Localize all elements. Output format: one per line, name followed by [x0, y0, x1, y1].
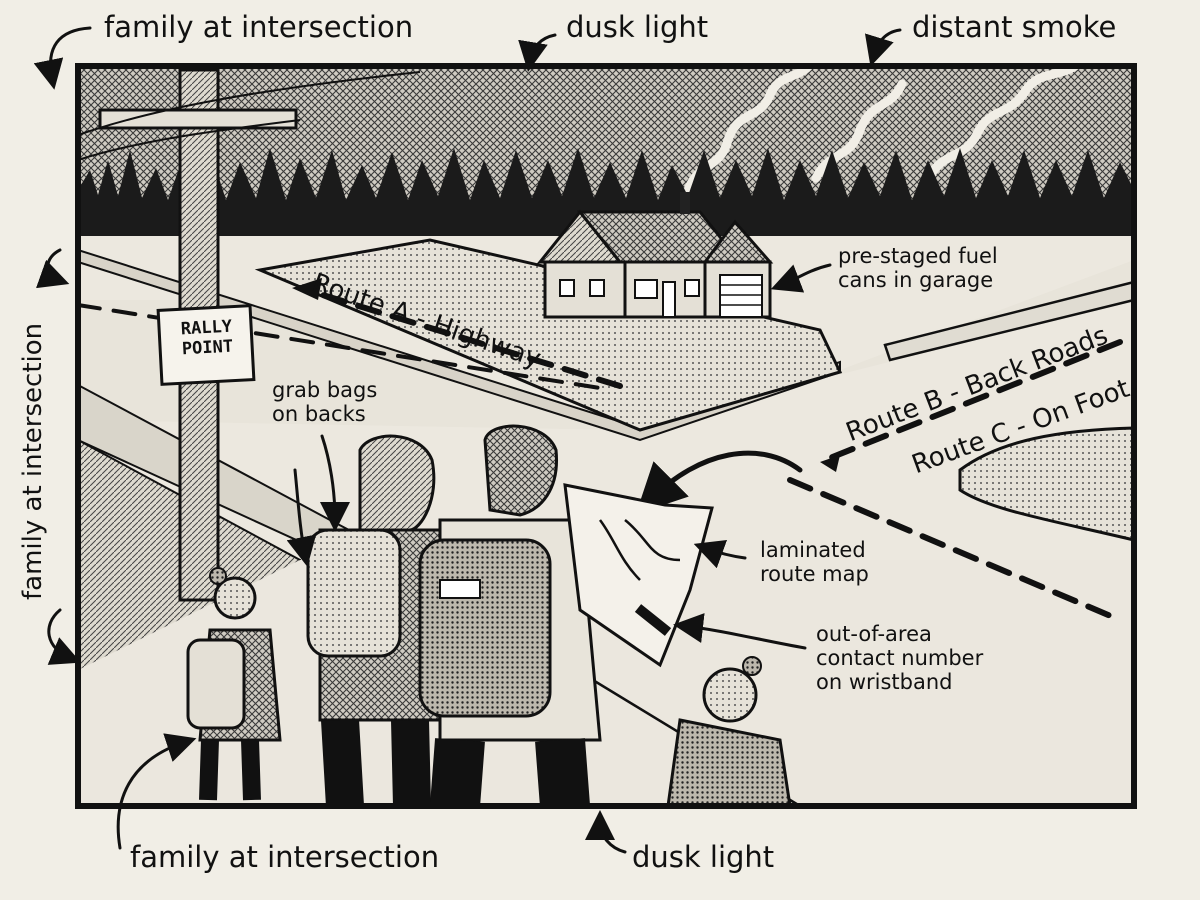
curved-arrow-icon: [47, 608, 82, 665]
house-icon: [536, 192, 774, 319]
label-fuel-cans: pre-staged fuel cans in garage: [838, 244, 998, 293]
label-family-top: family at intersection: [104, 10, 414, 44]
label-route-map: laminated route map: [760, 538, 869, 587]
label-dusk-bottom: dusk light: [632, 840, 775, 874]
label-grab-bags: grab bags on backs: [272, 378, 378, 427]
family: [186, 424, 792, 808]
curved-arrow-icon: [116, 733, 197, 850]
treeline: [78, 148, 1134, 236]
frame-border: [75, 63, 1137, 809]
curved-arrow-icon: [35, 248, 70, 289]
curved-arrow-icon: [693, 540, 747, 569]
utility-pole: [77, 68, 421, 602]
rally-point-sign: RALLY POINT: [180, 316, 234, 360]
curved-arrow-icon: [518, 33, 557, 72]
curved-arrow-icon: [770, 263, 832, 293]
child-left: [186, 567, 282, 801]
curved-arrow-icon: [585, 810, 627, 854]
child-right: [666, 656, 792, 808]
label-dusk-top: dusk light: [566, 10, 709, 44]
curved-arrow-icon: [319, 434, 350, 532]
curved-arrow-icon: [864, 28, 902, 67]
curved-arrow-icon: [33, 26, 92, 90]
curved-arrow-icon: [673, 613, 807, 650]
father: [418, 424, 714, 808]
curved-arrow-icon: [286, 468, 317, 567]
annotation-arrows: [33, 26, 902, 854]
mother: [306, 434, 452, 808]
label-family-vertical: family at intersection: [18, 322, 48, 600]
label-family-bottom: family at intersection: [130, 840, 440, 874]
label-contact-number: out-of-area contact number on wristband: [816, 622, 984, 695]
label-smoke: distant smoke: [912, 10, 1117, 44]
